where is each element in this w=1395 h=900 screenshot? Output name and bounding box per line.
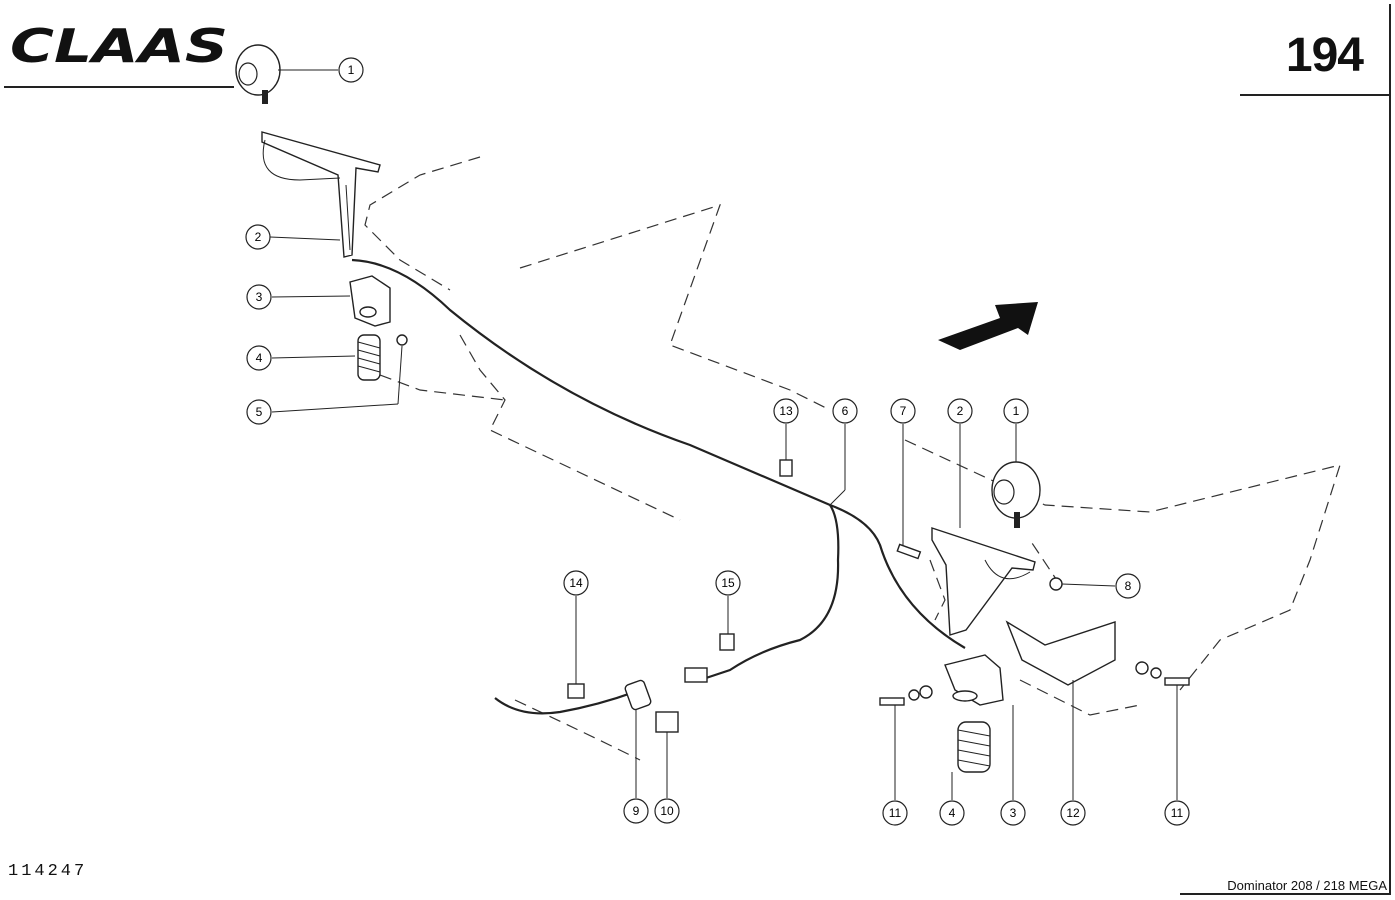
callout-10: 10: [654, 798, 680, 824]
bolt-set-right: [1135, 661, 1190, 686]
callout-11-right: 11: [1164, 800, 1190, 826]
leader-lines: [269, 69, 1178, 800]
svg-text:12: 12: [1066, 806, 1080, 820]
cable-clip-lower: [567, 683, 585, 699]
cable-harness: [351, 258, 966, 715]
bracket-upper: [261, 131, 381, 258]
svg-text:CLAAS: CLAAS: [10, 22, 228, 66]
direction-arrow-icon: [938, 302, 1038, 350]
svg-text:2: 2: [957, 404, 964, 418]
bracket-lower: [931, 527, 1036, 636]
callout-7: 7: [890, 398, 916, 424]
svg-text:1: 1: [1013, 404, 1020, 418]
bolt-set-left: [879, 685, 933, 706]
svg-text:11: 11: [889, 806, 902, 820]
svg-text:8: 8: [1125, 579, 1132, 593]
claas-logo: CLAAS: [10, 22, 228, 66]
nut-upper: [396, 334, 408, 346]
svg-text:5: 5: [256, 405, 263, 419]
svg-text:2: 2: [255, 230, 262, 244]
cable-clip: [779, 459, 793, 477]
header-rule: [1240, 94, 1390, 96]
svg-text:7: 7: [900, 404, 907, 418]
washer: [1049, 577, 1063, 591]
grommet: [624, 679, 652, 711]
work-light-lower: [991, 461, 1041, 528]
callout-5: 5: [246, 399, 272, 425]
mount-plate-upper: [349, 275, 391, 327]
svg-text:14: 14: [569, 576, 583, 590]
svg-text:3: 3: [256, 290, 263, 304]
svg-text:10: 10: [660, 804, 674, 818]
svg-text:6: 6: [842, 404, 849, 418]
drawing-number: 114247: [8, 862, 88, 881]
svg-text:4: 4: [949, 806, 956, 820]
callout-6: 6: [832, 398, 858, 424]
svg-text:13: 13: [779, 404, 793, 418]
plug-connector: [684, 667, 708, 683]
callout-11: 11: [882, 800, 908, 826]
work-light-upper: [235, 44, 281, 104]
svg-text:4: 4: [256, 351, 263, 365]
svg-text:3: 3: [1010, 806, 1017, 820]
callout-12: 12: [1060, 800, 1086, 826]
frame-border: [1389, 4, 1391, 894]
spring-upper: [357, 334, 381, 381]
mount-plate-lower: [944, 654, 1004, 706]
page-number: 194: [1285, 29, 1364, 82]
callout-15: 15: [715, 570, 741, 596]
callout-4: 4: [246, 345, 272, 371]
callout-9: 9: [623, 798, 649, 824]
model-label: Dominator 208 / 218 MEGA: [1227, 878, 1387, 893]
frame-border: [1180, 893, 1391, 895]
callout-1-lower: 1: [1003, 398, 1029, 424]
callout-4-lower: 4: [939, 800, 965, 826]
mounting-plate: [1005, 620, 1116, 686]
header-rule: [4, 86, 234, 88]
callout-8: 8: [1115, 573, 1141, 599]
callout-3-lower: 3: [1000, 800, 1026, 826]
callout-13: 13: [773, 398, 799, 424]
svg-text:9: 9: [633, 804, 640, 818]
svg-text:11: 11: [1171, 806, 1184, 820]
callout-14: 14: [563, 570, 589, 596]
callout-3: 3: [246, 284, 272, 310]
callout-1: 1: [338, 57, 364, 83]
callout-2-lower: 2: [947, 398, 973, 424]
callout-2: 2: [245, 224, 271, 250]
holder-clip: [655, 711, 679, 733]
svg-text:1: 1: [348, 63, 355, 77]
spring-lower: [957, 721, 991, 773]
svg-text:15: 15: [721, 576, 735, 590]
pin: [896, 543, 922, 560]
machine-outline: [364, 156, 1341, 761]
connector-clip: [719, 633, 735, 651]
